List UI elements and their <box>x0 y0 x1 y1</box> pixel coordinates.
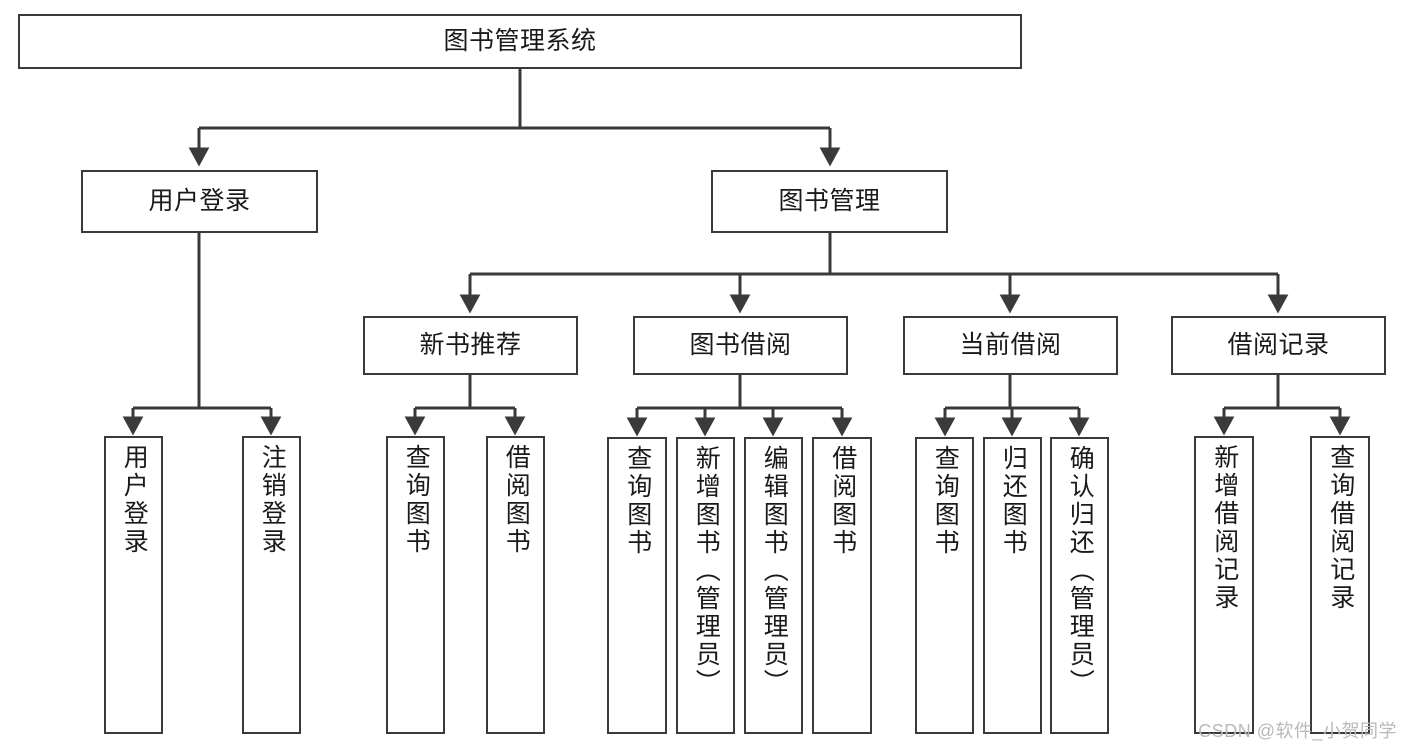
leaf-confirm-return-label: 确认归还（管理员） <box>1066 445 1095 697</box>
leaf-query-book-1[interactable]: 查询图书 <box>386 436 445 734</box>
node-borrow-record[interactable]: 借阅记录 <box>1171 316 1386 375</box>
node-borrow-record-label: 借阅记录 <box>1227 330 1330 359</box>
leaf-user-logout-label: 注销登录 <box>258 444 287 556</box>
leaf-confirm-return[interactable]: 确认归还（管理员） <box>1050 437 1109 734</box>
node-book-manage-label: 图书管理 <box>778 186 881 215</box>
leaf-query-record[interactable]: 查询借阅记录 <box>1310 436 1370 734</box>
node-new-book-recommend[interactable]: 新书推荐 <box>363 316 578 375</box>
leaf-query-book-2-label: 查询图书 <box>623 445 652 557</box>
leaf-query-book-1-label: 查询图书 <box>402 444 431 556</box>
leaf-query-book-3-label: 查询图书 <box>931 445 960 557</box>
leaf-user-logout[interactable]: 注销登录 <box>242 436 301 734</box>
leaf-return-book-label: 归还图书 <box>999 445 1028 557</box>
node-user-login[interactable]: 用户登录 <box>81 170 318 233</box>
leaf-add-book[interactable]: 新增图书（管理员） <box>676 437 735 734</box>
node-book-borrow-label: 图书借阅 <box>689 330 792 359</box>
leaf-query-record-label: 查询借阅记录 <box>1326 444 1355 612</box>
leaf-return-book[interactable]: 归还图书 <box>983 437 1042 734</box>
leaf-add-book-label: 新增图书（管理员） <box>692 445 721 697</box>
leaf-borrow-book-1[interactable]: 借阅图书 <box>486 436 545 734</box>
leaf-edit-book-label: 编辑图书（管理员） <box>760 445 789 697</box>
leaf-borrow-book-2-label: 借阅图书 <box>828 445 857 557</box>
node-root[interactable]: 图书管理系统 <box>18 14 1022 69</box>
node-user-login-label: 用户登录 <box>148 186 251 215</box>
node-book-borrow[interactable]: 图书借阅 <box>633 316 848 375</box>
node-new-book-recommend-label: 新书推荐 <box>419 330 522 359</box>
leaf-edit-book[interactable]: 编辑图书（管理员） <box>744 437 803 734</box>
node-book-manage[interactable]: 图书管理 <box>711 170 948 233</box>
leaf-user-login[interactable]: 用户登录 <box>104 436 163 734</box>
leaf-borrow-book-2[interactable]: 借阅图书 <box>812 437 872 734</box>
leaf-user-login-label: 用户登录 <box>120 444 149 556</box>
leaf-add-record[interactable]: 新增借阅记录 <box>1194 436 1254 734</box>
node-current-borrow[interactable]: 当前借阅 <box>903 316 1118 375</box>
node-root-label: 图书管理系统 <box>443 26 597 55</box>
node-current-borrow-label: 当前借阅 <box>959 330 1062 359</box>
leaf-borrow-book-1-label: 借阅图书 <box>502 444 531 556</box>
leaf-add-record-label: 新增借阅记录 <box>1210 444 1239 612</box>
leaf-query-book-3[interactable]: 查询图书 <box>915 437 974 734</box>
leaf-query-book-2[interactable]: 查询图书 <box>607 437 667 734</box>
